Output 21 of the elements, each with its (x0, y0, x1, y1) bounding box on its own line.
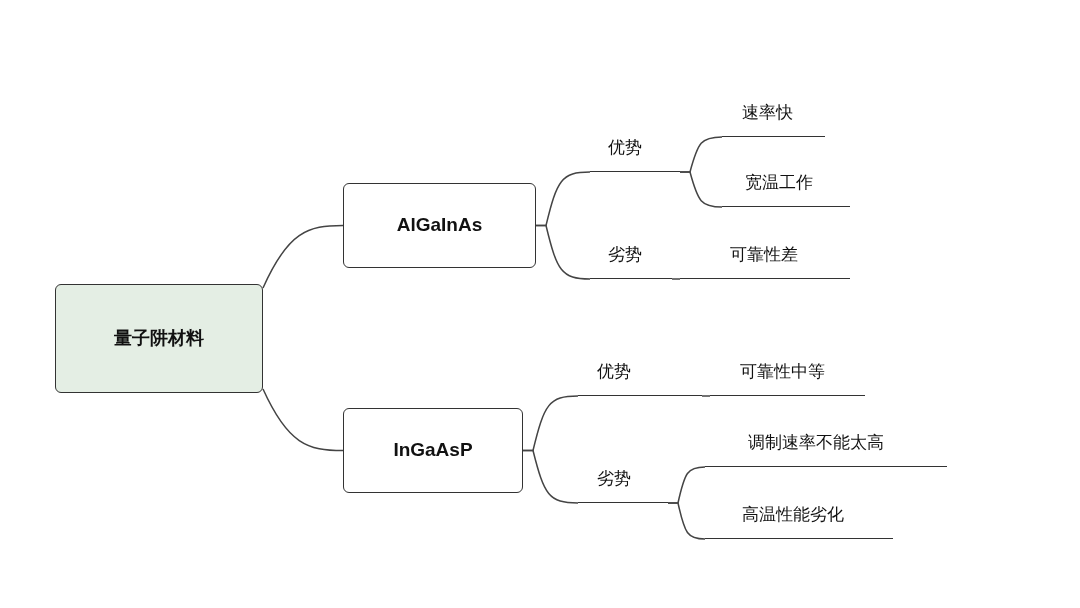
topic-box: InGaAsP (343, 408, 523, 493)
branch-line (671, 278, 681, 280)
topic-label: 劣势 (578, 455, 668, 503)
topic-label: 可靠性差 (680, 231, 850, 279)
topic-label: 劣势 (590, 231, 672, 279)
branch-line (262, 224, 344, 289)
topic-label: 宽温工作 (722, 159, 850, 207)
topic-label: 调制速率不能太高 (705, 419, 947, 467)
topic-label: 优势 (578, 348, 702, 396)
topic-label: 优势 (590, 124, 680, 172)
topic-label: 速率快 (722, 89, 825, 137)
root-topic-box: 量子阱材料 (55, 284, 263, 393)
topic-label: 高温性能劣化 (705, 491, 893, 539)
branch-line (701, 395, 711, 397)
branch-line (667, 502, 706, 540)
branch-line (522, 449, 579, 504)
topic-label: 可靠性中等 (710, 348, 865, 396)
topic-box: AlGaInAs (343, 183, 536, 268)
branch-line (262, 388, 344, 452)
branch-line (535, 224, 591, 280)
branch-line (679, 171, 723, 208)
